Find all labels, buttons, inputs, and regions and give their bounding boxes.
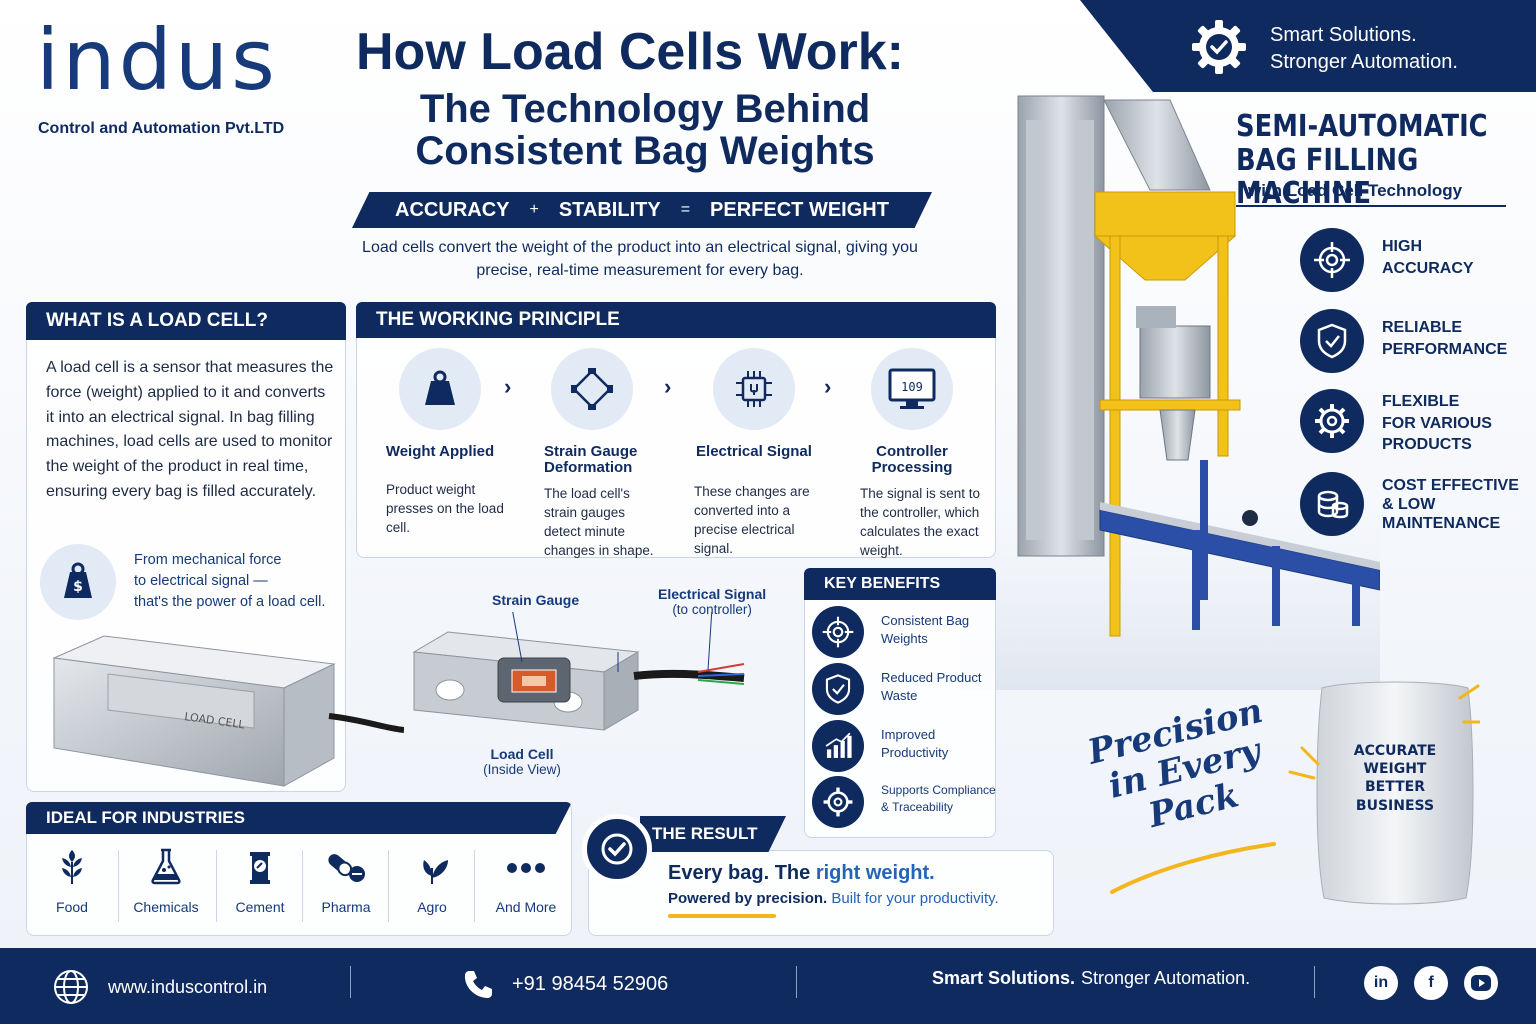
precision-script: Precision in Every Pack (1084, 690, 1267, 837)
working-principle-heading: THE WORKING PRINCIPLE (356, 302, 996, 338)
bag-filling-machine-image (960, 90, 1381, 690)
benefit-productivity: Improved Productivity (812, 720, 992, 772)
product-bag-image (1310, 678, 1482, 908)
shield-check-icon (1300, 309, 1364, 373)
cement-bag-icon (250, 852, 270, 884)
electrical-signal-label: Electrical Signal (to controller) (658, 586, 767, 617)
weight-icon (399, 348, 481, 430)
load-cell-inside-label: Load Cell (Inside View) (483, 746, 561, 777)
phone-icon (464, 971, 492, 998)
facebook-icon[interactable]: f (1414, 966, 1448, 1000)
underline-accent (668, 914, 776, 918)
divider (118, 850, 119, 922)
divider (216, 850, 217, 922)
page-title: How Load Cells Work: (356, 23, 904, 81)
strain-gauge-label: Strain Gauge (492, 592, 580, 608)
result-heading: THE RESULT (640, 816, 786, 852)
industry-pharma: Pharma (298, 846, 394, 915)
strain-gauge-icon (551, 348, 633, 430)
result-panel (588, 850, 1054, 936)
page-title-sub: The Technology Behind Consistent Bag Wei… (415, 87, 875, 174)
accent-lines (1286, 744, 1336, 784)
target-icon (1300, 228, 1364, 292)
step-strain-gauge: Strain Gauge Deformation The load cell's… (522, 348, 662, 560)
industry-agro: Agro (384, 846, 480, 915)
leaf-icon (423, 860, 448, 884)
feature-cost-effective: COST EFFECTIVE & LOW MAINTENANCE (1300, 472, 1530, 536)
bag-label: ACCURATE WEIGHT BETTER BUSINESS (1353, 743, 1437, 814)
load-cell-image: LOAD CELL (44, 628, 405, 788)
step-electrical-signal: Electrical Signal These changes are conv… (684, 348, 824, 558)
industries-heading: IDEAL FOR INDUSTRIES (26, 802, 572, 834)
industry-food: Food (24, 846, 120, 915)
key-benefits-heading: KEY BENEFITS (804, 568, 996, 600)
industry-cement: Cement (212, 846, 308, 915)
step-weight-applied: Weight Applied Product weight presses on… (370, 348, 510, 537)
globe-icon (54, 970, 88, 1004)
step-controller: 109 Controller Processing The signal is … (842, 348, 982, 560)
result-line2: Powered by precision. Built for your pro… (668, 890, 999, 907)
target-icon (812, 606, 864, 658)
chip-icon (713, 348, 795, 430)
arrow-right-icon: › (664, 374, 672, 399)
divider (350, 966, 351, 998)
divider (388, 850, 389, 922)
benefit-waste: Reduced Product Waste (812, 663, 992, 715)
gear-icon (812, 776, 864, 828)
what-is-body: A load cell is a sensor that measures th… (46, 359, 334, 500)
feature-flexible: FLEXIBLE FOR VARIOUS PRODUCTS (1300, 389, 1530, 453)
youtube-icon[interactable] (1464, 966, 1498, 1000)
checkmark-icon (582, 814, 652, 884)
tagline-text: Smart Solutions. Stronger Automation. (1270, 24, 1458, 73)
machine-subtitle: with Load Cell Technology (1248, 181, 1463, 200)
weight-dollar-icon: $ (40, 544, 116, 620)
feature-high-accuracy: HIGH ACCURACY (1300, 228, 1530, 292)
linkedin-icon[interactable]: in (1364, 966, 1398, 1000)
svg-text:109: 109 (901, 380, 923, 394)
load-cell-inside-view (408, 607, 748, 742)
divider (302, 850, 303, 922)
coins-icon (1300, 472, 1364, 536)
divider (796, 966, 797, 998)
industry-chemicals: Chemicals (118, 846, 214, 915)
result-line1: Every bag. The right weight. (668, 862, 935, 884)
intro-text: Load cells convert the weight of the pro… (362, 239, 918, 280)
tagline-banner (1080, 0, 1536, 92)
feature-reliable: RELIABLE PERFORMANCE (1300, 309, 1530, 373)
bar-chart-icon (812, 720, 864, 772)
formula-banner: ACCURACY + STABILITY = PERFECT WEIGHT (352, 192, 932, 228)
arrow-right-icon: › (504, 374, 512, 399)
divider (1314, 966, 1315, 998)
benefit-consistent: Consistent Bag Weights (812, 606, 992, 658)
flask-icon (151, 848, 181, 885)
website-link[interactable]: www.induscontrol.in (52, 968, 267, 1006)
arrow-right-icon: › (824, 374, 832, 399)
machine-title: SEMI-AUTOMATIC BAG FILLING MACHINE (1236, 109, 1488, 212)
shield-check-icon (812, 663, 864, 715)
phone-link[interactable]: +91 98454 52906 (462, 968, 668, 1000)
monitor-icon: 109 (871, 348, 953, 430)
force-note: From mechanical force to electrical sign… (134, 552, 326, 611)
svg-text:$: $ (73, 579, 83, 595)
capsule-icon (328, 854, 365, 882)
footer-tagline: Smart Solutions.Stronger Automation. (932, 968, 1251, 988)
footer (0, 948, 1536, 1024)
company-name: Control and Automation Pvt.LTD (38, 120, 285, 137)
divider (474, 850, 475, 922)
divider (1236, 205, 1506, 207)
gear-check-icon (1190, 18, 1248, 76)
swoosh-accent (1108, 838, 1278, 898)
what-is-heading: WHAT IS A LOAD CELL? (26, 302, 346, 340)
gear-icon (1300, 389, 1364, 453)
benefit-compliance: Supports Compliance & Traceability (812, 776, 996, 828)
brand-logo: indus (36, 11, 278, 109)
industry-more: And More (478, 846, 574, 915)
more-icon (507, 863, 545, 873)
wheat-icon (62, 850, 82, 884)
